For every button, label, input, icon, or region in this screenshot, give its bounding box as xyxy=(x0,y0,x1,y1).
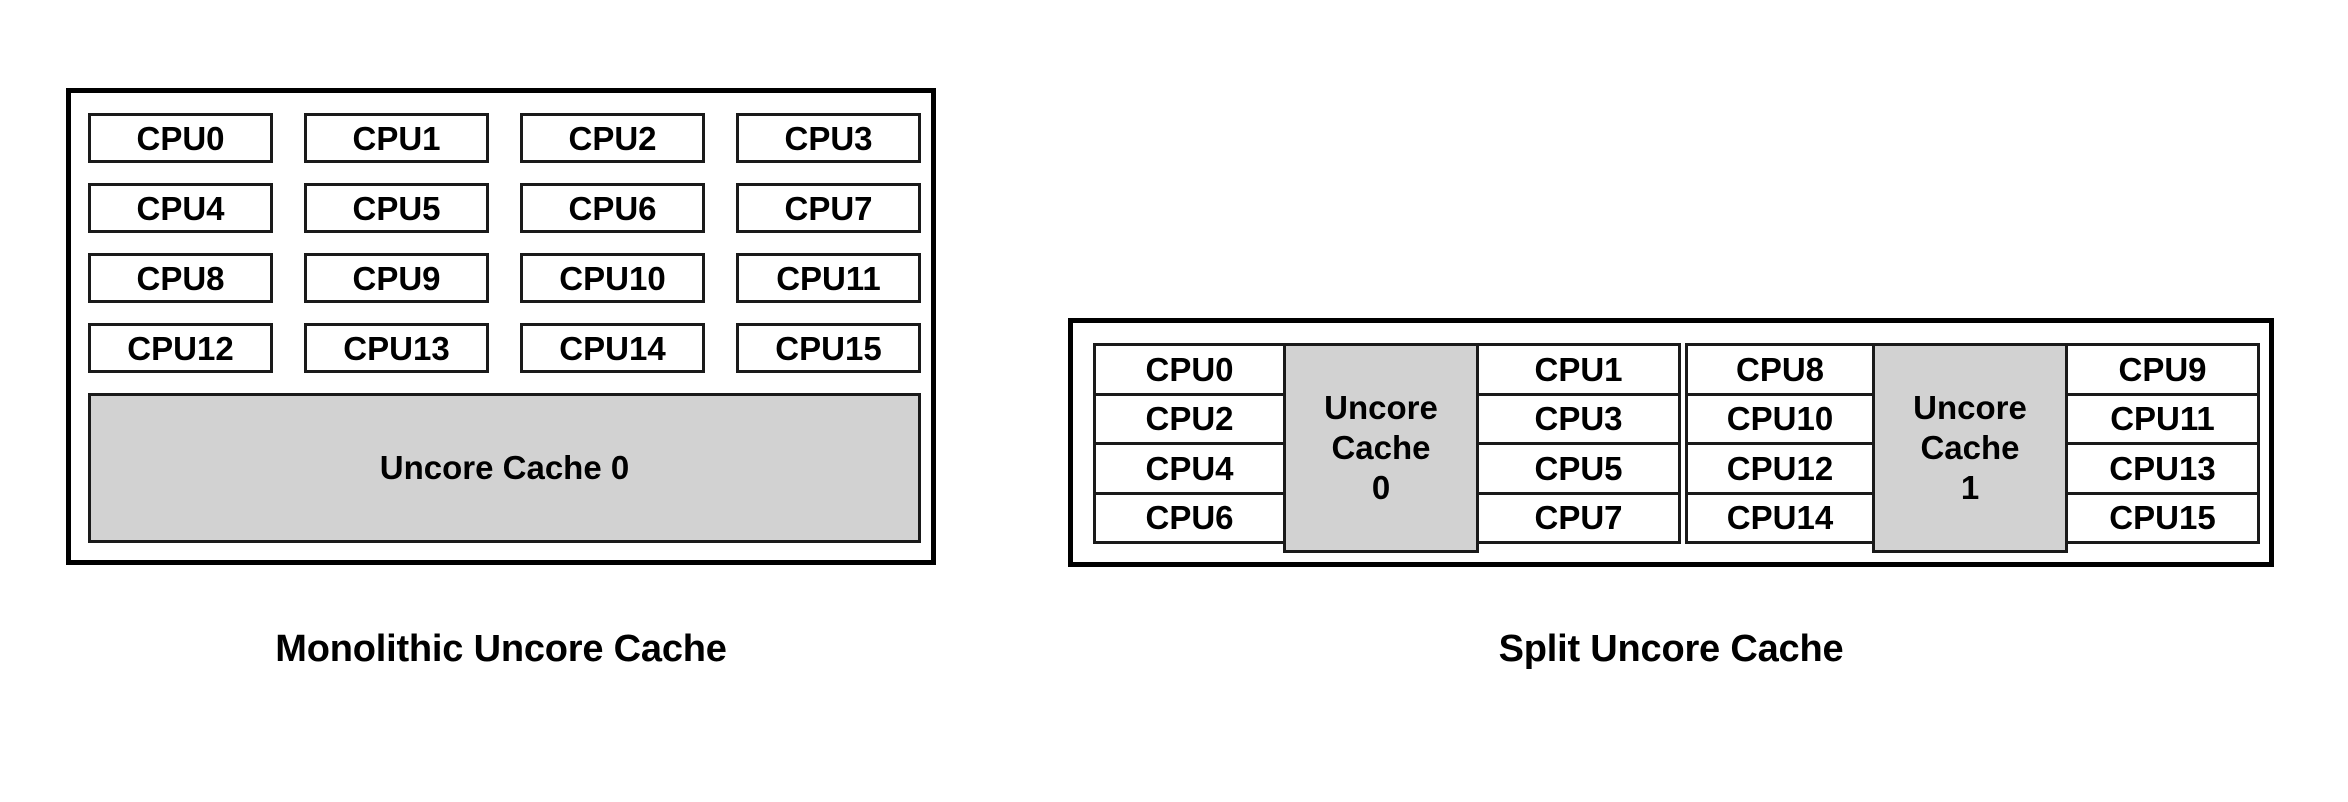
cpu-box: CPU13 xyxy=(304,323,489,373)
uncore-line: Cache xyxy=(1920,428,2020,466)
cpu-box: CPU10 xyxy=(1685,392,1875,445)
cpu-box: CPU4 xyxy=(1093,442,1286,495)
cpu-box: CPU4 xyxy=(88,183,273,233)
uncore-line: 1 xyxy=(1960,469,1980,507)
cpu-box: CPU1 xyxy=(304,113,489,163)
cpu-box: CPU7 xyxy=(736,183,921,233)
cpu-box: CPU6 xyxy=(1093,491,1286,544)
uncore-line: 0 xyxy=(1371,469,1391,507)
cpu-box: CPU3 xyxy=(1476,392,1681,445)
cpu-column-right: CPU1 CPU3 CPU5 CPU7 xyxy=(1476,343,1681,553)
cpu-box: CPU15 xyxy=(736,323,921,373)
cpu-box: CPU10 xyxy=(520,253,705,303)
cpu-box: CPU1 xyxy=(1476,343,1681,396)
cpu-box: CPU9 xyxy=(2065,343,2260,396)
cpu-box: CPU12 xyxy=(1685,442,1875,495)
cpu-box: CPU9 xyxy=(304,253,489,303)
split-uncore-panel: CPU0 CPU2 CPU4 CPU6 Uncore Cache 0 CPU1 … xyxy=(1068,318,2274,567)
cpu-box: CPU8 xyxy=(88,253,273,303)
cpu-box: CPU3 xyxy=(736,113,921,163)
cpu-column-right: CPU9 CPU11 CPU13 CPU15 xyxy=(2065,343,2260,553)
uncore-cache-block: Uncore Cache 0 xyxy=(88,393,921,543)
cpu-box: CPU12 xyxy=(88,323,273,373)
uncore-cache-block: Uncore Cache 0 xyxy=(1283,343,1479,553)
cpu-cluster: CPU8 CPU10 CPU12 CPU14 Uncore Cache 1 CP… xyxy=(1685,343,2260,553)
uncore-cache-block: Uncore Cache 1 xyxy=(1872,343,2068,553)
uncore-line: Uncore xyxy=(1913,388,2027,426)
monolithic-cpu-grid: CPU0 CPU1 CPU2 CPU3 CPU4 CPU5 CPU6 CPU7 … xyxy=(88,113,921,373)
cpu-box: CPU5 xyxy=(1476,442,1681,495)
cpu-box: CPU7 xyxy=(1476,491,1681,544)
cpu-cluster: CPU0 CPU2 CPU4 CPU6 Uncore Cache 0 CPU1 … xyxy=(1093,343,1681,553)
monolithic-uncore-panel: CPU0 CPU1 CPU2 CPU3 CPU4 CPU5 CPU6 CPU7 … xyxy=(66,88,936,565)
uncore-line: Cache xyxy=(1331,428,1431,466)
monolithic-caption: Monolithic Uncore Cache xyxy=(275,628,727,670)
cpu-box: CPU15 xyxy=(2065,491,2260,544)
cpu-box: CPU0 xyxy=(88,113,273,163)
cpu-box: CPU5 xyxy=(304,183,489,233)
cpu-box: CPU0 xyxy=(1093,343,1286,396)
uncore-line: Uncore xyxy=(1324,388,1438,426)
cpu-box: CPU13 xyxy=(2065,442,2260,495)
cpu-box: CPU14 xyxy=(520,323,705,373)
cpu-box: CPU2 xyxy=(1093,392,1286,445)
cpu-box: CPU6 xyxy=(520,183,705,233)
cpu-box: CPU2 xyxy=(520,113,705,163)
cpu-box: CPU11 xyxy=(736,253,921,303)
cpu-column-left: CPU0 CPU2 CPU4 CPU6 xyxy=(1093,343,1286,553)
split-caption: Split Uncore Cache xyxy=(1498,628,1844,670)
cpu-box: CPU14 xyxy=(1685,491,1875,544)
cpu-column-left: CPU8 CPU10 CPU12 CPU14 xyxy=(1685,343,1875,553)
cpu-box: CPU8 xyxy=(1685,343,1875,396)
cpu-box: CPU11 xyxy=(2065,392,2260,445)
